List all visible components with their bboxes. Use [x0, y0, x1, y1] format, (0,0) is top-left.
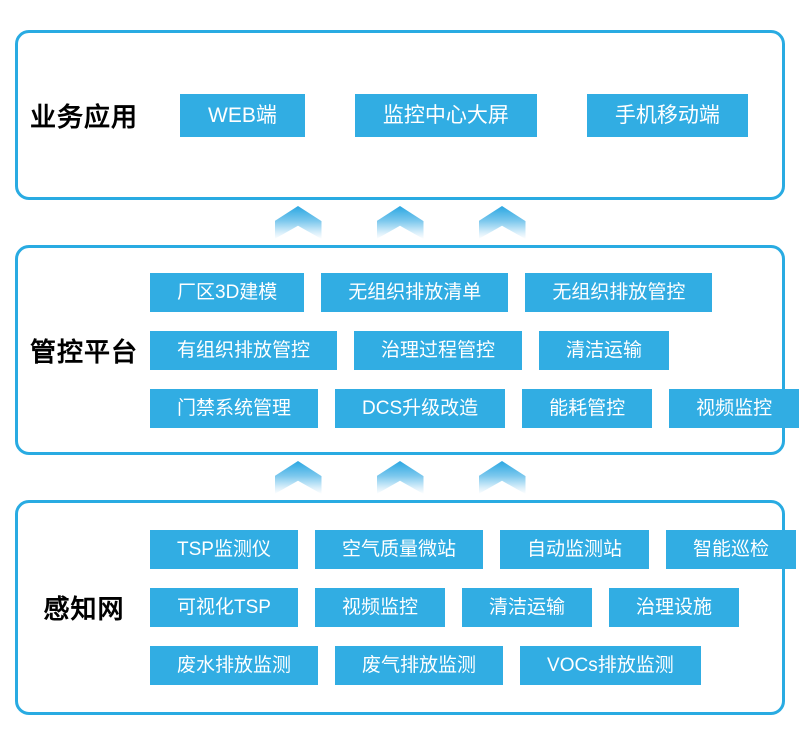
module-rows: 厂区3D建模 无组织排放清单 无组织排放管控 有组织排放管控 治理过程管控 清洁… — [150, 272, 800, 428]
module-chip: 能耗管控 — [522, 388, 653, 428]
module-chip: TSP监测仪 — [150, 530, 298, 569]
layer-sensing-network: 感知网 TSP监测仪 空气质量微站 自动监测站 智能巡检 可视化TSP 视频监控… — [15, 500, 796, 715]
module-chip: 可视化TSP — [150, 588, 298, 627]
module-chip: 厂区3D建模 — [150, 272, 305, 312]
module-rows: TSP监测仪 空气质量微站 自动监测站 智能巡检 可视化TSP 视频监控 清洁运… — [150, 530, 796, 685]
up-arrow-icon — [274, 206, 322, 239]
module-chip: 治理过程管控 — [354, 330, 523, 370]
up-arrow-icon — [478, 461, 526, 494]
module-row: 厂区3D建模 无组织排放清单 无组织排放管控 — [150, 272, 713, 312]
layer-label: 感知网 — [43, 594, 125, 624]
module-row: WEB端 监控中心大屏 手机移动端 — [180, 93, 748, 137]
up-arrow-icon — [274, 461, 322, 494]
module-row: TSP监测仪 空气质量微站 自动监测站 智能巡检 — [150, 530, 796, 569]
layer-label: 管控平台 — [29, 336, 138, 367]
module-chip: 有组织排放管控 — [150, 330, 338, 370]
module-chip: VOCs排放监测 — [520, 646, 701, 685]
module-rows: WEB端 监控中心大屏 手机移动端 — [180, 93, 782, 137]
layer-connector — [15, 200, 785, 245]
module-chip: 监控中心大屏 — [354, 93, 537, 137]
up-arrow-icon — [478, 206, 526, 239]
module-chip: 清洁运输 — [539, 330, 670, 370]
up-arrow-icon — [376, 461, 424, 494]
module-chip: 自动监测站 — [499, 530, 649, 569]
module-row: 有组织排放管控 治理过程管控 清洁运输 — [150, 330, 670, 370]
module-chip: 视频监控 — [669, 388, 800, 428]
layer-business-applications: 业务应用 WEB端 监控中心大屏 手机移动端 — [15, 30, 785, 200]
module-chip: 门禁系统管理 — [150, 388, 319, 428]
module-chip: DCS升级改造 — [335, 388, 506, 428]
module-chip: 手机移动端 — [586, 93, 748, 137]
module-row: 废水排放监测 废气排放监测 VOCs排放监测 — [150, 646, 701, 685]
module-chip: 无组织排放清单 — [321, 272, 509, 312]
module-row: 可视化TSP 视频监控 清洁运输 治理设施 — [150, 588, 739, 627]
module-chip: 治理设施 — [608, 588, 739, 627]
module-row: 门禁系统管理 DCS升级改造 能耗管控 视频监控 — [150, 388, 800, 428]
layer-control-platform: 管控平台 厂区3D建模 无组织排放清单 无组织排放管控 有组织排放管控 治理过程… — [15, 245, 800, 455]
module-chip: 废气排放监测 — [335, 646, 504, 685]
module-chip: 视频监控 — [314, 588, 445, 627]
module-chip: WEB端 — [180, 93, 305, 137]
module-chip: 智能巡检 — [665, 530, 796, 569]
up-arrow-icon — [376, 206, 424, 239]
module-chip: 空气质量微站 — [314, 530, 483, 569]
layer-connector — [15, 455, 785, 500]
module-chip: 废水排放监测 — [150, 646, 319, 685]
layer-label: 业务应用 — [29, 101, 138, 132]
module-chip: 清洁运输 — [461, 588, 592, 627]
module-chip: 无组织排放管控 — [525, 272, 713, 312]
